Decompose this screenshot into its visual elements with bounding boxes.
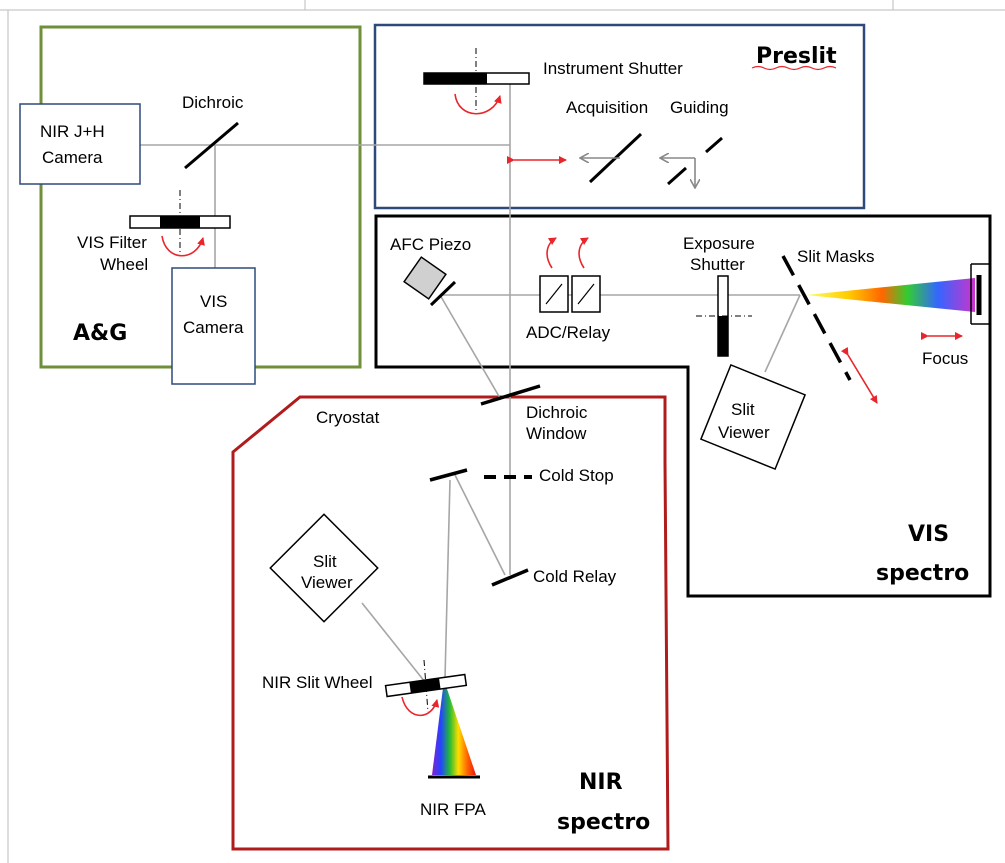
cold-stop-left	[429, 468, 468, 482]
instrument-shutter-rotation-arrow	[454, 93, 502, 115]
ag-title: A&G	[73, 321, 127, 346]
vis-filter-rotation-arrow	[161, 235, 205, 257]
focus-label: Focus	[922, 349, 968, 368]
guiding-label: Guiding	[670, 98, 729, 117]
vis-filter-label: VIS Filter	[77, 233, 147, 252]
vis-spectro-title: VIS	[908, 522, 949, 547]
nir-spectro-title: spectro	[557, 810, 650, 835]
exposure-shutter-label: Exposure	[683, 234, 755, 253]
guiding-mirror	[705, 136, 723, 154]
slit-masks-label: Slit Masks	[797, 247, 874, 266]
nir-camera-box	[19, 103, 141, 185]
guiding-mirror	[667, 166, 687, 186]
afc-piezo-label: AFC Piezo	[390, 235, 471, 254]
dichroic-label: Dichroic	[182, 93, 244, 112]
exposure-shutter-label: Shutter	[690, 255, 745, 274]
nir-slit-wheel-axis	[423, 659, 429, 713]
afc-piezo-block	[403, 256, 447, 300]
dichroic-window	[480, 384, 541, 406]
nir-slit-wheel-label: NIR Slit Wheel	[262, 673, 373, 692]
vis-slit-viewer-label: Slit	[731, 400, 755, 419]
vis-slit-viewer-label: Viewer	[718, 423, 770, 442]
slit-masks-translation-arrow	[840, 346, 878, 404]
nir-spectro-title: NIR	[579, 770, 623, 795]
nir-slit-wheel-rotation-arrow	[401, 696, 440, 717]
vis-camera-label: VIS	[200, 292, 227, 311]
nir-slit-wheel	[384, 673, 468, 698]
adc-rotation-arrow	[546, 237, 557, 269]
vis-spectro-title: spectro	[876, 561, 969, 586]
adc-rotation-arrow	[578, 237, 589, 269]
instrument-shutter-blade	[424, 73, 487, 84]
vis-detector-housing	[970, 263, 990, 325]
cold-relay-mirror	[491, 568, 529, 587]
exposure-shutter-blade	[718, 316, 728, 356]
nir-camera-label: Camera	[42, 148, 103, 167]
adc-prism-1-face	[545, 283, 563, 305]
nir-slit-viewer-label: Slit	[313, 552, 337, 571]
preslit-panel	[373, 23, 866, 210]
vis-camera-box	[171, 267, 256, 385]
vis-spectrum	[806, 278, 975, 312]
afc-piezo-mirror	[429, 280, 457, 307]
vis-slit-viewer-box	[699, 363, 807, 471]
nir-spectrum	[432, 680, 476, 775]
cold-relay-label: Cold Relay	[533, 567, 617, 586]
adc-prism-2-face	[577, 283, 595, 305]
vis-camera-label: Camera	[183, 318, 244, 337]
preslit-title: Preslit	[756, 44, 837, 69]
acquisition-label: Acquisition	[566, 98, 648, 117]
nir-camera-label: NIR J+H	[40, 122, 105, 141]
slit-masks	[781, 255, 852, 381]
optical-beams	[140, 80, 801, 683]
vis-spectro-panel	[374, 214, 992, 598]
nir-fpa-label: NIR FPA	[420, 800, 486, 819]
cold-stop-label: Cold Stop	[539, 466, 614, 485]
instrument-shutter-label: Instrument Shutter	[543, 59, 683, 78]
preslit-title-underline	[751, 65, 837, 71]
dichroic-window-label: Window	[526, 424, 587, 443]
nir-slit-viewer-label: Viewer	[301, 573, 353, 592]
nir-spectro-panel	[231, 395, 670, 851]
dichroic-window-label: Dichroic	[526, 403, 588, 422]
nir-slit-viewer-box	[269, 513, 379, 623]
adc-relay-label: ADC/Relay	[526, 323, 611, 342]
vis-filter-label: Wheel	[100, 255, 148, 274]
dichroic-mirror	[184, 121, 239, 170]
cryostat-label: Cryostat	[316, 408, 380, 427]
